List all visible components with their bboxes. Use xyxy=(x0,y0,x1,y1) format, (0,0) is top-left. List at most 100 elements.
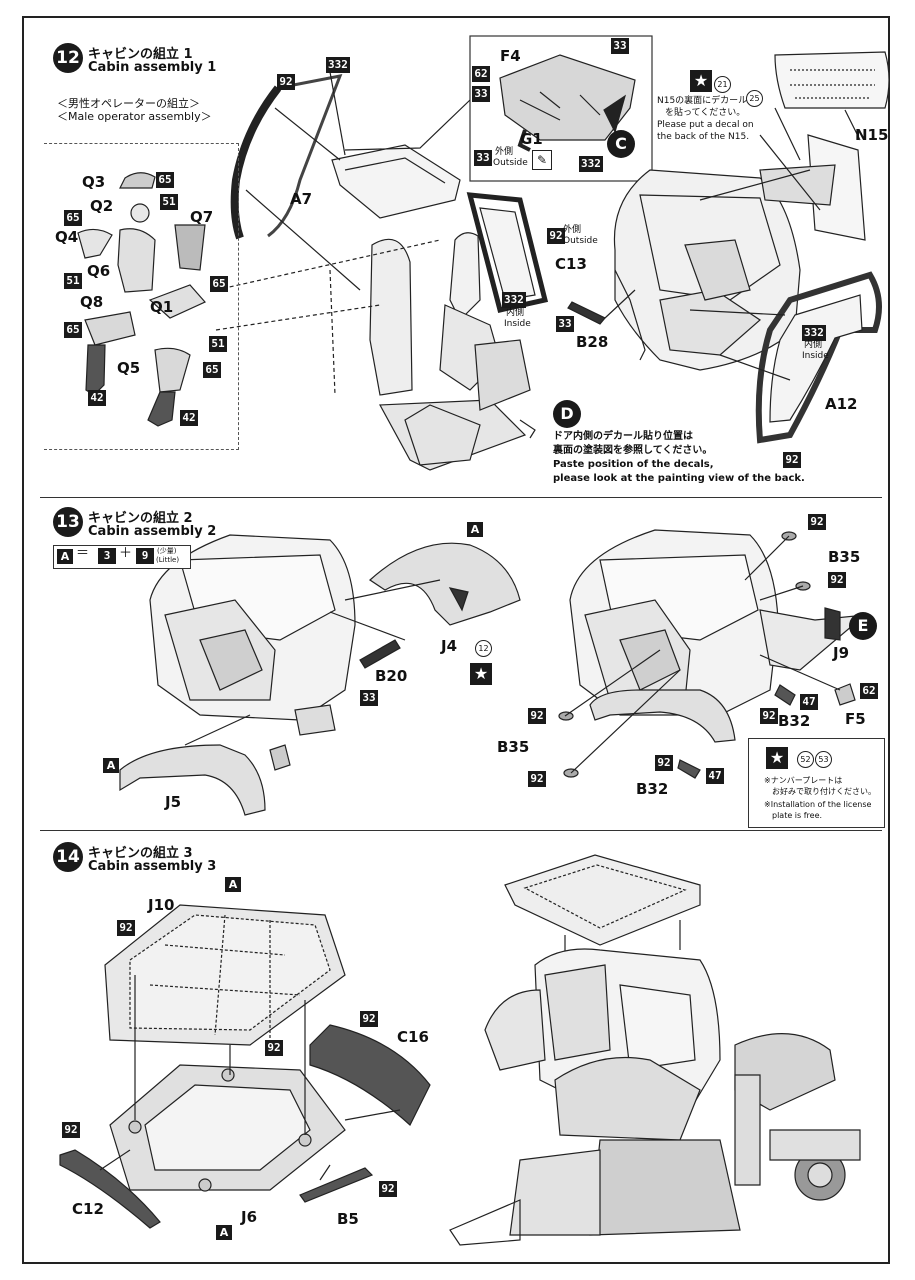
marker-d: D xyxy=(553,400,581,428)
tag-92: 92 xyxy=(528,708,546,724)
tag-51: 51 xyxy=(209,336,227,352)
tag-65: 65 xyxy=(210,276,228,292)
tag-92: 92 xyxy=(117,920,135,936)
part-label-n15: N15 xyxy=(855,126,889,144)
part-label-q6: Q6 xyxy=(87,262,111,280)
tag-92: 92 xyxy=(828,572,846,588)
part-label-a7: A7 xyxy=(290,190,313,208)
inside-label-jp: 内側 xyxy=(804,340,823,350)
section-divider xyxy=(40,830,882,831)
note-d-line: Paste position of the decals, xyxy=(553,459,714,470)
tag-47: 47 xyxy=(706,768,724,784)
formula-plus: ＋ xyxy=(119,546,133,561)
formula-equals: ＝ xyxy=(76,546,90,561)
paint-code-a: A xyxy=(57,549,73,564)
part-label-q7: Q7 xyxy=(190,208,214,226)
part-label-q1: Q1 xyxy=(150,298,174,316)
decal-note-line: N15の裏面にデカール xyxy=(657,96,748,106)
operator-title-jp: ＜男性オペレーターの組立＞ xyxy=(57,97,200,110)
part-label-g1: G1 xyxy=(520,130,543,148)
formula-qty-en: (Little) xyxy=(156,556,180,564)
tag-92: 92 xyxy=(265,1040,283,1056)
paint-code-3: 3 xyxy=(98,548,116,564)
plate-note-line: plate is free. xyxy=(772,811,823,820)
tag-42: 42 xyxy=(88,390,106,406)
tag-332: 332 xyxy=(502,292,526,308)
tag-92: 92 xyxy=(808,514,826,530)
operator-box xyxy=(44,143,239,450)
tag-92: 92 xyxy=(379,1181,397,1197)
step-title-en: Cabin assembly 3 xyxy=(88,859,217,874)
page-frame xyxy=(22,16,890,1264)
part-label-a12: A12 xyxy=(825,395,858,413)
tag-33: 33 xyxy=(611,38,629,54)
outside-label-jp: 外側 xyxy=(495,147,514,157)
tag-92: 92 xyxy=(528,771,546,787)
step-number: 13 xyxy=(53,507,83,537)
part-label-b28: B28 xyxy=(576,333,609,351)
tag-92: 92 xyxy=(277,74,295,90)
part-label-b5: B5 xyxy=(337,1210,359,1228)
decal-number: 25 xyxy=(746,90,763,107)
decal-star-icon: ★ xyxy=(766,747,788,769)
part-label-b32: B32 xyxy=(778,712,811,730)
tag-92: 92 xyxy=(547,228,565,244)
plate-note-line: ※ナンバープレートは xyxy=(764,776,843,785)
plate-note-line: ※Installation of the license xyxy=(764,800,872,809)
section-divider xyxy=(40,497,882,498)
tag-33: 33 xyxy=(474,150,492,166)
part-label-b35: B35 xyxy=(497,738,530,756)
formula-qty-jp: (少量) xyxy=(157,547,177,555)
tag-332: 332 xyxy=(326,57,350,73)
part-label-j10: J10 xyxy=(148,896,175,914)
step-title-jp: キャビンの組立 1 xyxy=(88,47,193,62)
step-title-jp: キャビンの組立 3 xyxy=(88,846,193,861)
tag-33: 33 xyxy=(360,690,378,706)
decal-number: 53 xyxy=(815,751,832,768)
outside-label-en: Outside xyxy=(493,158,528,168)
step-title-jp: キャビンの組立 2 xyxy=(88,511,193,526)
part-label-f5: F5 xyxy=(845,710,866,728)
note-d-line: 裏面の塗装図を参照してください。 xyxy=(553,445,713,456)
outside-label-en: Outside xyxy=(563,236,598,246)
tag-92: 92 xyxy=(655,755,673,771)
step-number: 14 xyxy=(53,842,83,872)
paint-code-a: A xyxy=(467,522,483,537)
part-label-j9: J9 xyxy=(833,644,850,662)
tag-51: 51 xyxy=(64,273,82,289)
tag-65: 65 xyxy=(64,210,82,226)
inside-label-en: Inside xyxy=(504,319,531,329)
tag-62: 62 xyxy=(472,66,490,82)
tag-332: 332 xyxy=(579,156,603,172)
tag-65: 65 xyxy=(64,322,82,338)
tag-92: 92 xyxy=(62,1122,80,1138)
tag-92: 92 xyxy=(783,452,801,468)
part-label-c12: C12 xyxy=(72,1200,104,1218)
paint-code-a: A xyxy=(216,1225,232,1240)
paint-code-a: A xyxy=(103,758,119,773)
decal-star-icon: ★ xyxy=(470,663,492,685)
inside-label-jp: 内側 xyxy=(506,308,525,318)
paint-code-9: 9 xyxy=(136,548,154,564)
decal-note-line: Please put a decal on xyxy=(657,120,754,130)
tag-65: 65 xyxy=(203,362,221,378)
paint-mix-formula xyxy=(53,545,191,569)
marker-e: E xyxy=(849,612,877,640)
tag-332: 332 xyxy=(802,325,826,341)
part-label-j6: J6 xyxy=(241,1208,258,1226)
decal-number: 21 xyxy=(714,76,731,93)
part-label-q3: Q3 xyxy=(82,173,106,191)
part-label-q5: Q5 xyxy=(117,359,141,377)
step-number: 12 xyxy=(53,43,83,73)
decal-star-icon: ★ xyxy=(690,70,712,92)
inside-label-en: Inside xyxy=(802,351,829,361)
part-label-b35: B35 xyxy=(828,548,861,566)
part-label-q8: Q8 xyxy=(80,293,104,311)
tag-33: 33 xyxy=(472,86,490,102)
part-label-c13: C13 xyxy=(555,255,587,273)
part-label-b20: B20 xyxy=(375,667,408,685)
plate-note-line: お好みで取り付けください。 xyxy=(772,787,876,796)
step-title-en: Cabin assembly 1 xyxy=(88,60,217,75)
paint-tool-icon: ✎ xyxy=(532,150,552,170)
note-d-line: ドア内側のデカール貼り位置は xyxy=(553,431,693,442)
